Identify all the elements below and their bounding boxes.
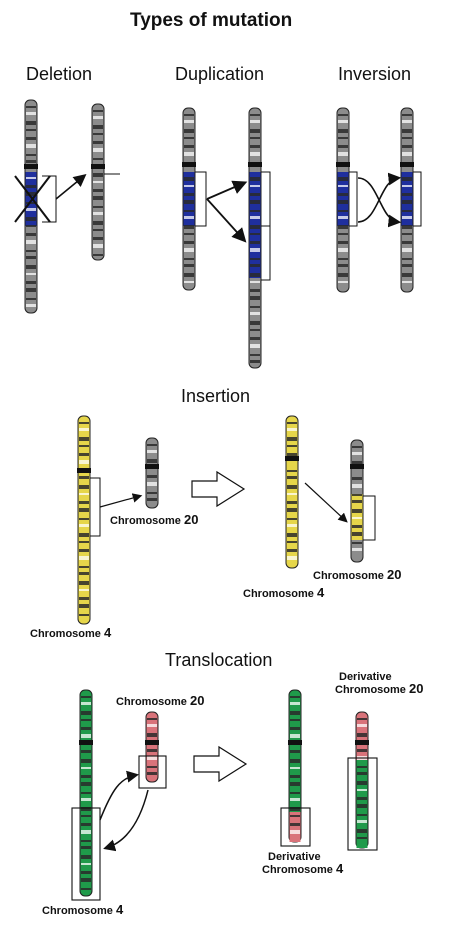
chromosome-inversion-result [400,107,414,293]
derivative-chromosome-4 [288,689,302,843]
derivative-chromosome-20 [355,711,369,849]
page-title: Types of mutation [130,10,293,31]
chromosome-20-insertion-result [350,439,364,563]
translocation-result-arrow [193,745,248,783]
chromosome-duplication-original [182,107,196,291]
duplication-arrow-bottom [206,198,247,243]
deletion-arrow [55,173,87,200]
insertion-bracket-source [90,477,101,537]
label-insertion-chromosome-20-after: Chromosome 20 [313,567,402,582]
section-inversion: Inversion [338,64,412,84]
translocation-box-chr4 [71,807,101,901]
inversion-bracket-right [413,171,422,227]
label-insertion-chromosome-4-after: Chromosome 4 [243,585,325,600]
duplication-arrow-top [206,180,248,200]
label-insertion-chromosome-4: Chromosome 4 [30,625,112,640]
label-derivative-chromosome-20: Derivative Chromosome 20 [335,671,424,696]
duplication-bracket-right-b [261,225,271,281]
insertion-arrow-dest [304,482,348,523]
chromosome-20-translocation-original [145,711,159,783]
duplication-bracket-right-a [261,171,271,227]
chromosome-4-insertion-result [285,415,299,569]
label-insertion-chromosome-20: Chromosome 20 [110,512,199,527]
translocation-arrow-up [99,770,139,821]
inversion-bracket-left [349,171,358,227]
deletion-cross-line-b [14,175,51,223]
chromosome-4-translocation-original [79,689,93,897]
chromosome-inversion-original [336,107,350,293]
inversion-arrow-down [357,177,402,228]
translocation-box-chr20 [138,755,167,789]
derivative-20-box [347,757,378,851]
duplication-bracket-left [195,171,207,227]
derivative-4-box [280,807,311,847]
insertion-arrow-small [99,493,143,508]
section-translocation: Translocation [165,650,273,670]
chromosome-4-insertion-original [77,415,91,625]
chromosome-duplication-result [248,107,262,369]
label-derivative-chromosome-4: Derivative Chromosome 4 [262,851,344,876]
section-deletion: Deletion [26,64,93,84]
insertion-result-arrow [191,470,246,508]
translocation-arrow-down [103,789,149,852]
inversion-arrow-up [357,172,402,223]
section-insertion: Insertion [181,386,251,406]
label-translocation-chromosome-4: Chromosome 4 [42,902,124,917]
chromosome-deletion-result [91,103,105,261]
insertion-bracket-result [363,495,376,541]
label-translocation-chromosome-20: Chromosome 20 [116,693,205,708]
section-duplication: Duplication [175,64,265,84]
chromosome-20-insertion-original [145,437,159,509]
